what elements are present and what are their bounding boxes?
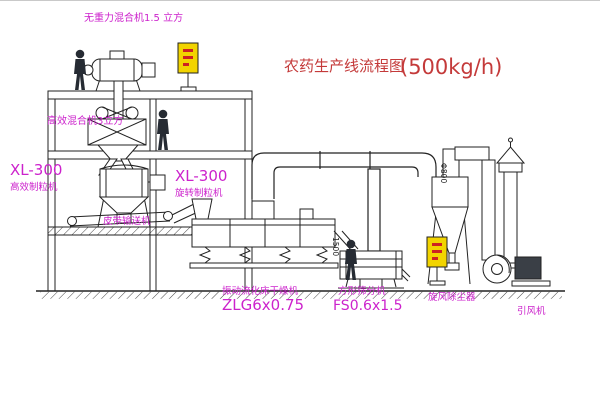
diagram-title: 农药生产线流程图 (284, 57, 404, 75)
gravity-free-mixer (82, 50, 156, 122)
label-granulator-left-name: 高效制粒机 (10, 181, 58, 193)
worker-figure-floor (157, 109, 169, 150)
exhaust-stack (495, 137, 526, 264)
annotation-duct-diameter: Φ800 (439, 163, 448, 183)
diagram-title-capacity: (500kg/h) (400, 55, 502, 79)
label-sieve-model: FS0.6x1.5 (333, 298, 403, 314)
induced-draft-fan (482, 254, 551, 287)
control-panel-upper (177, 42, 199, 92)
label-granulator-mid-name: 旋转制粒机 (175, 187, 223, 199)
label-granulator-left-model: XL-300 (10, 161, 62, 179)
label-gravity-mixer: 无重力混合机1.5 立方 (84, 11, 183, 24)
label-belt-conveyor: 皮带输送机 (103, 215, 151, 227)
building-structure (47, 90, 253, 292)
label-sieve-name: 方形筛分机 (338, 285, 386, 297)
high-efficiency-mixer (87, 106, 147, 176)
exhaust-duct (251, 151, 437, 252)
label-granulator-mid-model: XL-300 (175, 167, 227, 185)
label-fan: 引风机 (517, 305, 546, 317)
worker-figure-roof (74, 49, 86, 90)
annotation-sieve-dimension: 1500 (331, 237, 340, 256)
fluid-bed-dryer (189, 198, 339, 269)
granulator (97, 164, 166, 228)
label-cyclone: 旋风除尘器 (428, 291, 476, 303)
label-high-eff-mixer: 高效混合机3立方 (47, 114, 123, 127)
ground-line (36, 290, 565, 299)
label-dryer-model: ZLG6x0.75 (222, 296, 304, 314)
control-panel-lower (426, 236, 448, 286)
label-dryer-name: 振动流化床干燥机 (222, 285, 299, 297)
